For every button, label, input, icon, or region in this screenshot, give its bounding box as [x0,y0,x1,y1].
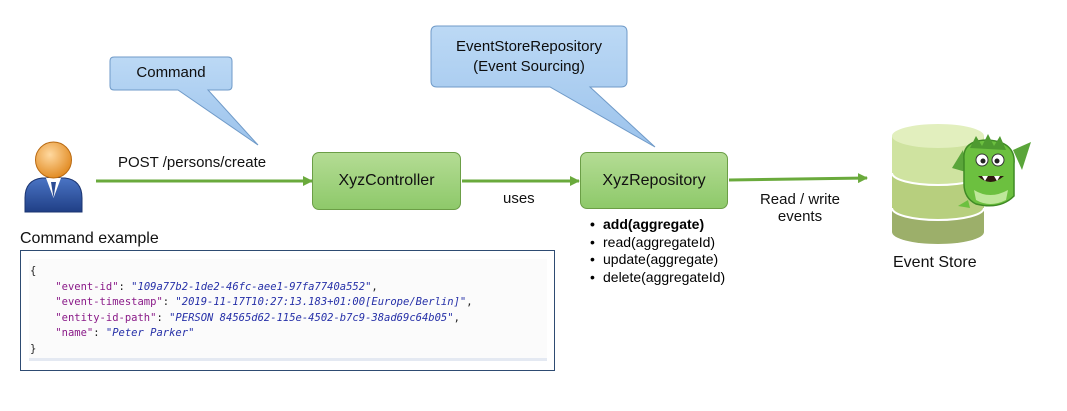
method-read: read(aggregateId) [588,234,725,252]
json-value-event-id: "109a77b2-1de2-46fc-aee1-97fa7740a552" [131,280,372,293]
command-callout-label: Command [110,63,232,83]
post-endpoint-label: POST /persons/create [118,154,267,171]
json-key-name: "name" [55,327,94,339]
event-store-repository-callout [430,25,656,148]
user-icon [24,141,83,213]
database-icon [891,124,985,244]
event-store-label: Event Store [893,254,977,271]
repository-callout-line1: EventStoreRepository [456,38,602,55]
command-callout [109,56,259,146]
repository-callout-label: EventStoreRepository (Event Sourcing) [431,37,627,77]
method-delete: delete(aggregateId) [588,269,725,287]
green-monster-mascot-icon [952,134,1031,208]
arrow-read-write [728,173,868,184]
xyz-controller-box: XyzController [312,152,461,210]
read-write-line2: events [777,208,823,225]
command-callout-text: Command [136,64,206,81]
command-example-title: Command example [20,230,159,247]
method-update: update(aggregate) [588,251,725,269]
code-block-background [29,259,547,361]
json-close-brace: } [30,342,37,355]
command-example-panel [20,250,555,371]
repository-methods-list: add(aggregate) read(aggregateId) update(… [588,216,725,286]
method-add: add(aggregate) [588,216,725,234]
json-key-entity-id-path: "entity-id-path" [55,311,157,324]
xyz-repository-label: XyzRepository [602,171,706,189]
repository-callout-line2: (Event Sourcing) [473,58,585,75]
json-key-event-timestamp: "event-timestamp" [55,296,163,308]
json-key-event-id: "event-id" [55,280,119,293]
uses-label: uses [503,190,535,207]
json-value-name: "Peter Parker" [105,327,195,339]
read-write-line1: Read / write [759,191,841,208]
json-value-event-timestamp: "2019-11-17T10:27:13.183+01:00[Europe/Be… [175,296,467,308]
xyz-repository-box: XyzRepository [580,152,728,209]
json-open-brace: { [30,265,37,277]
xyz-controller-label: XyzController [338,172,435,189]
read-write-label: Read / write events [744,191,856,225]
command-example-json: { "event-id": "109a77b2-1de2-46fc-aee1-9… [30,265,473,355]
json-value-entity-id-path: "PERSON 84565d62-115e-4502-b7c9-38ad69c6… [169,311,454,324]
